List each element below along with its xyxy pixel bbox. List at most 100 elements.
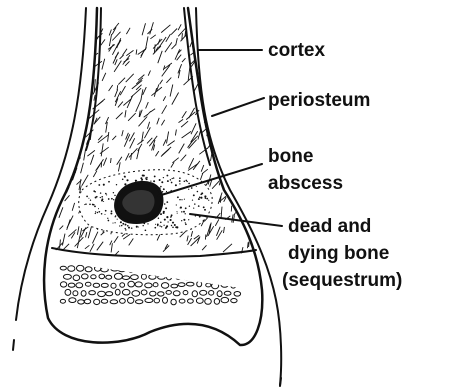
speckle-dot (181, 199, 182, 200)
hatch-stroke (81, 163, 84, 174)
speckle-dot (90, 200, 91, 201)
speckle-dot (142, 175, 144, 177)
epiphysis-oval (94, 299, 100, 304)
epiphysis-oval (216, 276, 223, 281)
speckle-dot (98, 211, 100, 213)
epiphysis-oval (173, 291, 180, 296)
speckle-dot (199, 196, 201, 198)
speckle-dot (188, 183, 190, 185)
speckle-dot (125, 229, 126, 230)
epiphysis-oval (212, 283, 219, 289)
speckle-dot (114, 222, 115, 223)
speckle-dot (161, 226, 162, 227)
speckle-dot (185, 223, 187, 225)
epiphysis-oval (154, 298, 159, 303)
hatch-stroke (86, 232, 87, 237)
hatch-stroke (221, 97, 222, 107)
speckle-dot (128, 227, 130, 229)
speckle-dot (111, 198, 113, 200)
hatch-stroke (129, 239, 134, 246)
hatch-stroke (59, 226, 63, 230)
epiphysis-oval (179, 299, 185, 303)
epiphysis-oval (162, 268, 168, 272)
hatch-stroke (197, 236, 200, 243)
epiphysis-oval (171, 284, 178, 288)
epiphysis-oval (132, 291, 140, 297)
hatch-stroke (148, 71, 150, 76)
speckle-dot (185, 180, 187, 182)
speckle-dot (113, 192, 114, 193)
speckle-dot (146, 177, 148, 179)
hatch-stroke (203, 33, 204, 41)
speckle-dot (208, 200, 209, 201)
speckle-dot (184, 199, 185, 200)
hatch-stroke (85, 62, 90, 68)
epiphysis-oval (120, 299, 126, 304)
hatch-stroke (80, 228, 82, 235)
epiphysis-oval (192, 291, 197, 297)
hatch-stroke (212, 131, 219, 137)
hatch-stroke (118, 162, 120, 171)
epiphysis-oval (136, 300, 143, 304)
hatch-stroke (75, 34, 83, 43)
hatch-stroke (172, 93, 179, 105)
hatch-stroke (248, 60, 254, 64)
hatch-stroke (73, 37, 81, 43)
label-sequestrum-line2: dying bone (288, 243, 389, 264)
speckle-dot (86, 196, 88, 198)
epiphysis-oval (217, 291, 222, 297)
hatch-stroke (256, 25, 257, 31)
hatch-stroke (182, 33, 183, 40)
speckle-dot (177, 213, 178, 214)
stray-mark (280, 378, 281, 386)
hatch-stroke (61, 137, 68, 142)
speckle-dot (111, 210, 113, 212)
hatch-stroke (252, 118, 257, 131)
speckle-dot (108, 181, 110, 183)
speckle-dot (154, 227, 156, 229)
speckle-dot (164, 203, 166, 205)
speckle-dot (92, 204, 94, 206)
hatch-stroke (257, 195, 259, 202)
hatch-stroke (216, 45, 220, 58)
speckle-dot (166, 175, 168, 177)
epiphysis-oval (65, 289, 71, 295)
hatch-stroke (222, 68, 224, 73)
speckle-dot (142, 225, 143, 226)
hatch-stroke (120, 55, 124, 59)
epiphysis-oval (85, 282, 91, 286)
hatch-stroke (118, 78, 125, 85)
hatch-stroke (88, 53, 98, 60)
hatch-stroke (166, 78, 171, 83)
hatch-stroke (76, 122, 83, 132)
speckle-dot (122, 223, 124, 225)
speckle-dot (183, 211, 185, 213)
epiphysis-oval (85, 267, 92, 272)
hatch-stroke (137, 140, 143, 145)
hatch-stroke (70, 41, 80, 51)
speckle-dot (135, 180, 137, 182)
hatch-stroke (205, 79, 206, 92)
epiphysis-oval (176, 275, 181, 279)
hatch-stroke (172, 158, 178, 163)
epiphysis-oval (183, 291, 188, 295)
hatch-stroke (188, 238, 192, 245)
hatch-stroke (182, 58, 186, 62)
speckle-dot (166, 191, 167, 192)
hatch-stroke (136, 100, 142, 112)
speckle-dot (150, 180, 151, 181)
speckle-dot (206, 198, 208, 200)
hatch-stroke (253, 200, 262, 210)
hatch-stroke (115, 89, 118, 97)
hatch-stroke (116, 113, 123, 120)
speckle-dot (170, 179, 171, 180)
hatch-stroke (77, 226, 79, 235)
hatch-stroke (217, 230, 223, 239)
hatch-stroke (101, 143, 103, 156)
hatch-stroke (79, 74, 80, 80)
hatch-stroke (118, 102, 123, 108)
epiphysis-oval (205, 299, 212, 305)
epiphysis-oval (197, 281, 202, 287)
hatch-stroke (232, 135, 236, 141)
speckle-dot (188, 189, 189, 190)
